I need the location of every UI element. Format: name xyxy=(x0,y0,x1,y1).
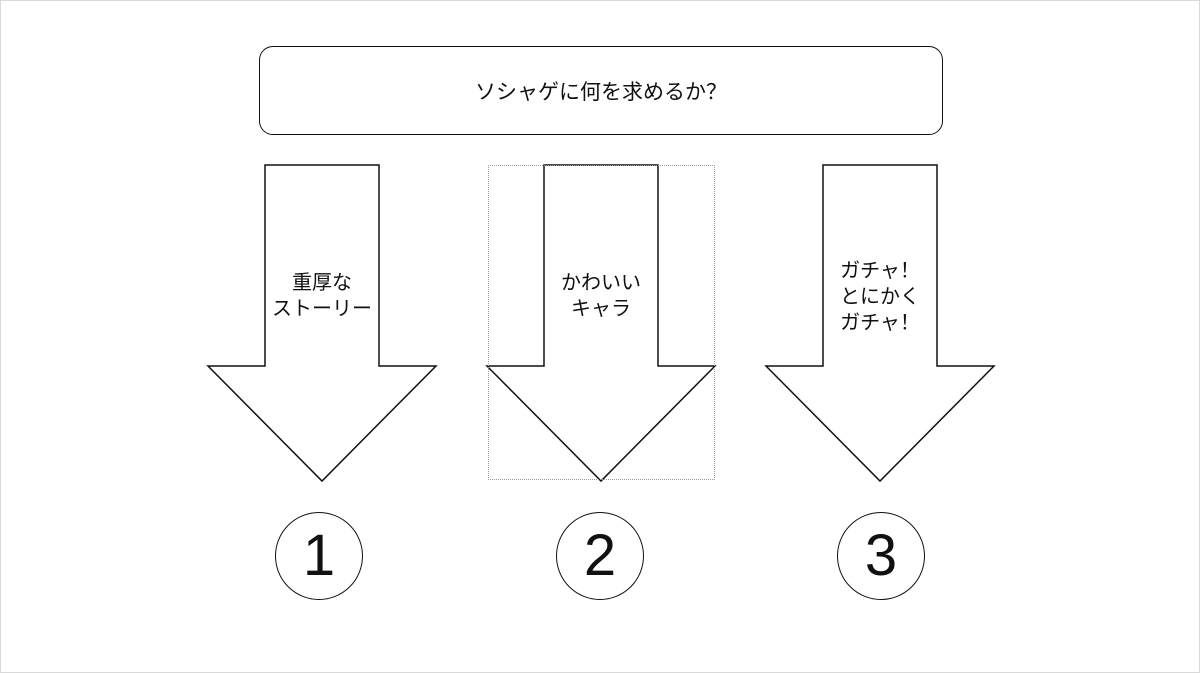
question-text: ソシャゲに何を求めるか？ xyxy=(475,79,727,104)
option-number-circle-2: 2 xyxy=(556,512,644,600)
option-label-2: かわいい キャラ xyxy=(561,270,641,320)
option-number-2: 2 xyxy=(583,523,617,588)
option-number-circle-1: 1 xyxy=(275,512,363,600)
down-arrow-2[interactable] xyxy=(485,164,717,483)
question-box[interactable]: ソシャゲに何を求めるか？ xyxy=(259,46,943,135)
option-label-3: ガチャ！ とにかく ガチャ！ xyxy=(840,258,920,334)
option-label-1: 重厚な ストーリー xyxy=(272,270,372,320)
down-arrow-1[interactable] xyxy=(206,164,438,483)
option-number-3: 3 xyxy=(864,523,898,588)
option-number-1: 1 xyxy=(302,523,336,588)
option-number-circle-3: 3 xyxy=(837,512,925,600)
down-arrow-3[interactable] xyxy=(764,164,996,483)
